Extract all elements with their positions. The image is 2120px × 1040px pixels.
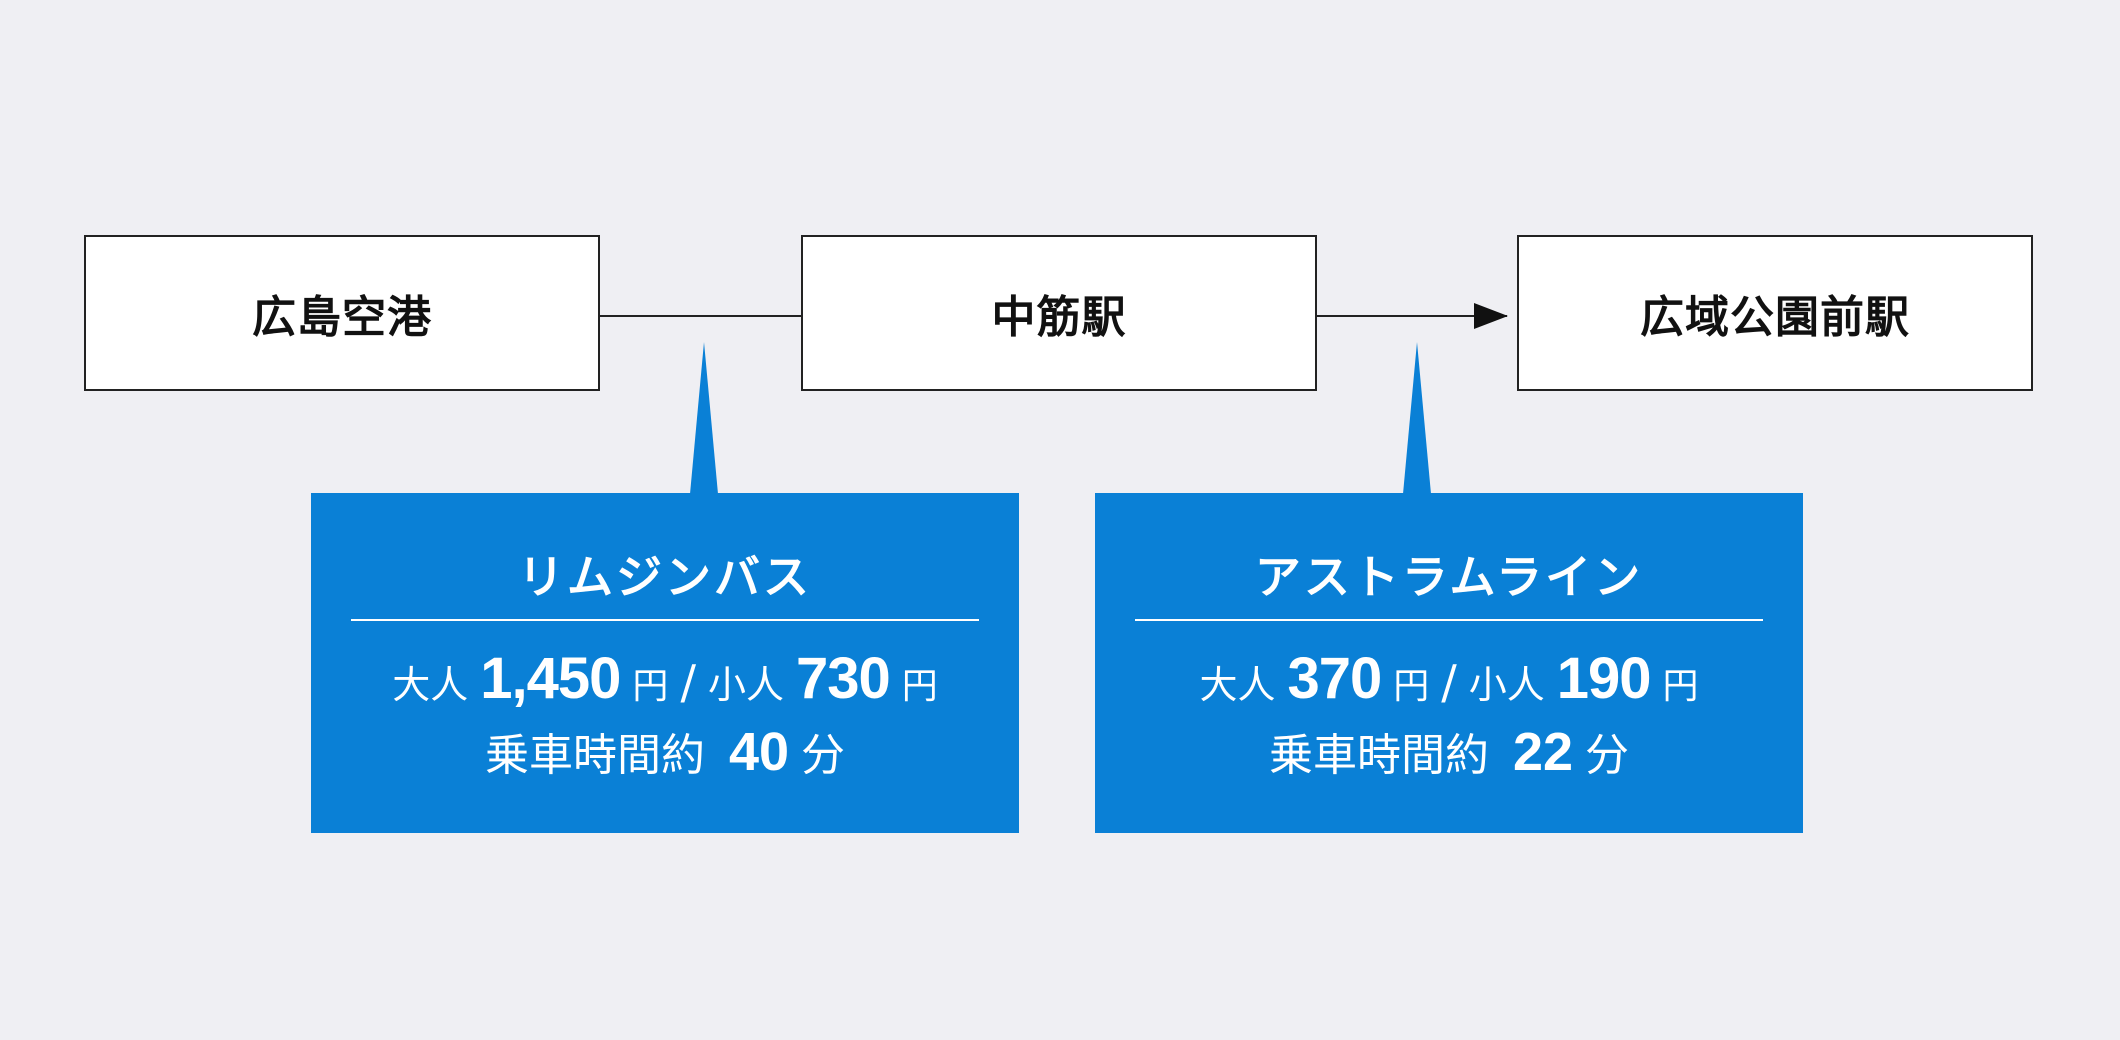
child-fare: 730	[795, 646, 891, 711]
callout-pointer-limousine-bus	[690, 342, 718, 494]
divider	[351, 619, 979, 621]
arrow-right-icon	[1474, 303, 1508, 329]
travel-time-value: 22	[1512, 722, 1574, 782]
travel-time-unit: 分	[1585, 730, 1630, 781]
child-label: 小人	[1468, 663, 1545, 707]
station-name: 広域公園前駅	[1640, 292, 1910, 343]
travel-time-label: 乗車時間約	[1268, 730, 1489, 781]
currency-unit: 円	[1393, 666, 1430, 707]
child-fare: 190	[1556, 646, 1652, 711]
divider	[1135, 619, 1763, 621]
fare-separator: /	[680, 655, 696, 709]
connector-line-nakasuji-to-koikikoen	[1317, 315, 1507, 317]
adult-label: 大人	[392, 663, 469, 707]
currency-unit: 円	[632, 666, 669, 707]
fare-separator: /	[1441, 655, 1457, 709]
travel-time-unit: 分	[801, 730, 846, 781]
station-box-hiroshima-airport: 広島空港	[84, 235, 600, 391]
route-name: アストラムライン	[1254, 550, 1644, 604]
adult-fare: 1,450	[480, 646, 621, 711]
station-box-koiki-koen-mae: 広域公園前駅	[1517, 235, 2033, 391]
station-box-nakasuji: 中筋駅	[801, 235, 1317, 391]
connector-line-airport-to-nakasuji	[600, 315, 801, 317]
callout-pointer-astram-line	[1403, 342, 1431, 494]
travel-time-label: 乗車時間約	[484, 730, 705, 781]
child-label: 小人	[707, 663, 784, 707]
station-name: 広島空港	[252, 292, 432, 343]
adult-fare: 370	[1287, 646, 1382, 711]
currency-unit: 円	[901, 666, 938, 707]
station-name: 中筋駅	[991, 292, 1127, 343]
adult-label: 大人	[1199, 663, 1276, 707]
route-name: リムジンバス	[518, 550, 812, 604]
travel-time-value: 40	[728, 722, 790, 782]
currency-unit: 円	[1662, 666, 1699, 707]
